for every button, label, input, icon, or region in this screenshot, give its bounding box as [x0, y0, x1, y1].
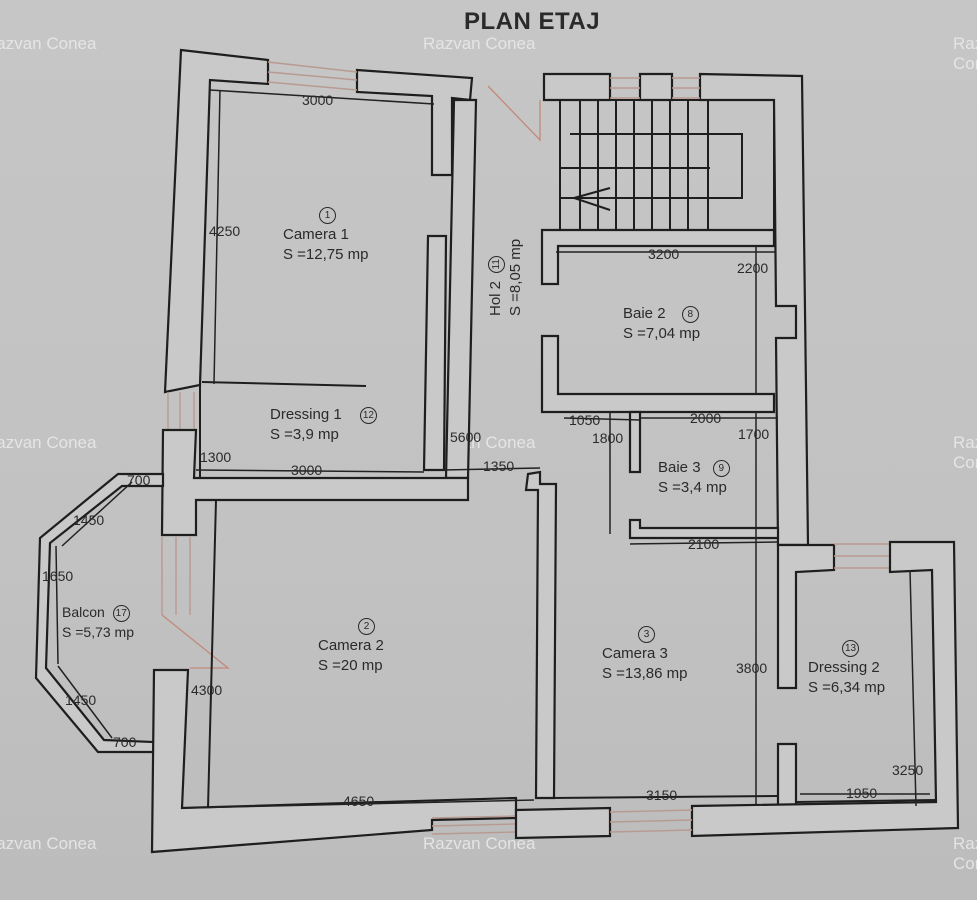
room-number-badge: 8: [681, 305, 699, 323]
room-area: S =3,9 mp: [270, 426, 339, 443]
room-balcon: Balcon 17 S =5,73 mp: [62, 602, 134, 642]
room-area: S =20 mp: [318, 657, 383, 674]
wall-dressing2-right: [690, 540, 960, 838]
room-name: Baie 3: [658, 459, 701, 476]
room-baie-3: Baie 3 9 S =3,4 mp: [658, 458, 730, 498]
dim-balcon-side: 1650: [42, 568, 74, 584]
room-number-badge: 9: [712, 459, 730, 477]
dim-baie3-side: 1800: [592, 430, 624, 446]
dim-camera3-height: 3800: [736, 660, 768, 676]
room-area: S =7,04 mp: [623, 325, 701, 342]
watermark: Razvan Conea: [953, 834, 977, 873]
room-camera-3: 3 Camera 3 S =13,86 mp: [602, 624, 687, 684]
room-number-badge: 13: [842, 639, 859, 657]
wall-camera2-bottom-right: [514, 806, 612, 840]
room-number-badge: 3: [638, 625, 655, 643]
wall-baie3-divider: [628, 410, 642, 474]
wall-dressing2-door: [776, 742, 798, 808]
window-dressing2: [834, 543, 890, 569]
watermark: Razvan Conea: [0, 34, 97, 53]
room-camera-2: 2 Camera 2 S =20 mp: [318, 616, 384, 676]
room-name: Dressing 2: [808, 659, 880, 676]
dimension-lines: [55, 89, 930, 809]
dim-baie2-height: 2200: [737, 260, 769, 276]
window-camera1: [267, 61, 358, 91]
dim-dressing1-width: 3000: [291, 462, 323, 478]
room-name: Camera 3: [602, 645, 668, 662]
wall-balcony: [34, 472, 165, 754]
balcony-door: [161, 537, 191, 615]
dim-hol-width: 1350: [483, 458, 515, 474]
room-name: Camera 2: [318, 637, 384, 654]
window-camera2: [431, 815, 517, 835]
wall-camera1-left: [163, 48, 270, 394]
wall-baie3-bottom: [628, 518, 780, 540]
wall-baie2-left: [540, 228, 776, 286]
room-number-badge: 1: [319, 206, 336, 224]
watermark: Razvan Conea: [0, 834, 97, 853]
dim-balcon-bottom: 700: [113, 734, 137, 750]
dim-balcon-diag-bottom: 1450: [65, 692, 97, 708]
room-name: Dressing 1: [270, 406, 342, 423]
dim-camera2-width: 4650: [343, 793, 375, 809]
room-number-badge: 17: [112, 604, 130, 622]
dim-dressing1-offset: 1300: [200, 449, 232, 465]
room-dressing-1: Dressing 1 12 S =3,9 mp: [270, 405, 377, 445]
dim-camera2-height: 4300: [191, 682, 223, 698]
dim-baie2-width: 3200: [648, 246, 680, 262]
room-name: Baie 2: [623, 305, 666, 322]
room-area: S =6,34 mp: [808, 679, 886, 696]
watermark: Razvan Conea: [0, 433, 97, 452]
dim-camera1-height: 4250: [209, 223, 241, 239]
wall-camera3-left: [524, 470, 558, 800]
dim-dressing2-width: 1950: [846, 785, 878, 801]
watermark: Razvan Conea: [953, 34, 977, 73]
wall-dressing1-partition: [201, 381, 367, 387]
plan-title: PLAN ETAJ: [464, 8, 601, 35]
dim-baie3-offset: 1050: [569, 412, 601, 428]
dim-camera3-width: 3150: [646, 787, 678, 803]
wall-dressing1-inner: [422, 234, 448, 472]
window-dressing1: [167, 392, 195, 430]
room-area: S =3,4 mp: [658, 479, 727, 496]
watermark: Razvan Conea: [423, 834, 536, 853]
dim-baie3-height: 1700: [738, 426, 770, 442]
dim-baie3-width: 2000: [690, 410, 722, 426]
wall-dressing1-left: [160, 428, 470, 537]
room-area: S =12,75 mp: [283, 246, 369, 263]
watermark: Razvan Conea: [423, 34, 536, 53]
room-dressing-2: 13 Dressing 2 S =6,34 mp: [808, 638, 885, 698]
window-camera3: [609, 809, 693, 833]
watermark: Razvan Conea: [953, 433, 977, 472]
room-hol-2: Hol 2 11 S =8,05 mp: [486, 239, 526, 316]
room-area: S =5,73 mp: [62, 624, 134, 640]
wall-stair-top-left: [542, 72, 612, 102]
room-number-badge: 12: [359, 406, 377, 424]
room-camera-1: 1 Camera 1 S =12,75 mp: [283, 205, 368, 265]
wall-camera3-right: [776, 543, 836, 690]
wall-baie2-bottom: [540, 334, 776, 414]
room-name: Balcon: [62, 604, 105, 620]
room-area: S =8,05 mp: [507, 238, 524, 316]
dim-baie3-bottom: 2100: [688, 536, 720, 552]
dim-dressing2-height: 3250: [892, 762, 924, 778]
room-number-badge: 2: [358, 617, 375, 635]
room-name: Hol 2: [487, 280, 504, 316]
room-baie-2: Baie 2 8 S =7,04 mp: [623, 304, 700, 344]
wall-stair-top-mid: [638, 72, 674, 102]
room-number-badge: 11: [487, 255, 505, 273]
dim-balcon-top: 700: [127, 472, 151, 488]
dim-hol-length: 5600: [450, 429, 482, 445]
dim-camera1-width: 3000: [302, 92, 334, 108]
room-name: Camera 1: [283, 226, 349, 243]
room-area: S =13,86 mp: [602, 665, 688, 682]
dim-balcon-diag-top: 1450: [73, 512, 105, 528]
window-stair: [610, 77, 700, 99]
staircase: [559, 99, 775, 231]
